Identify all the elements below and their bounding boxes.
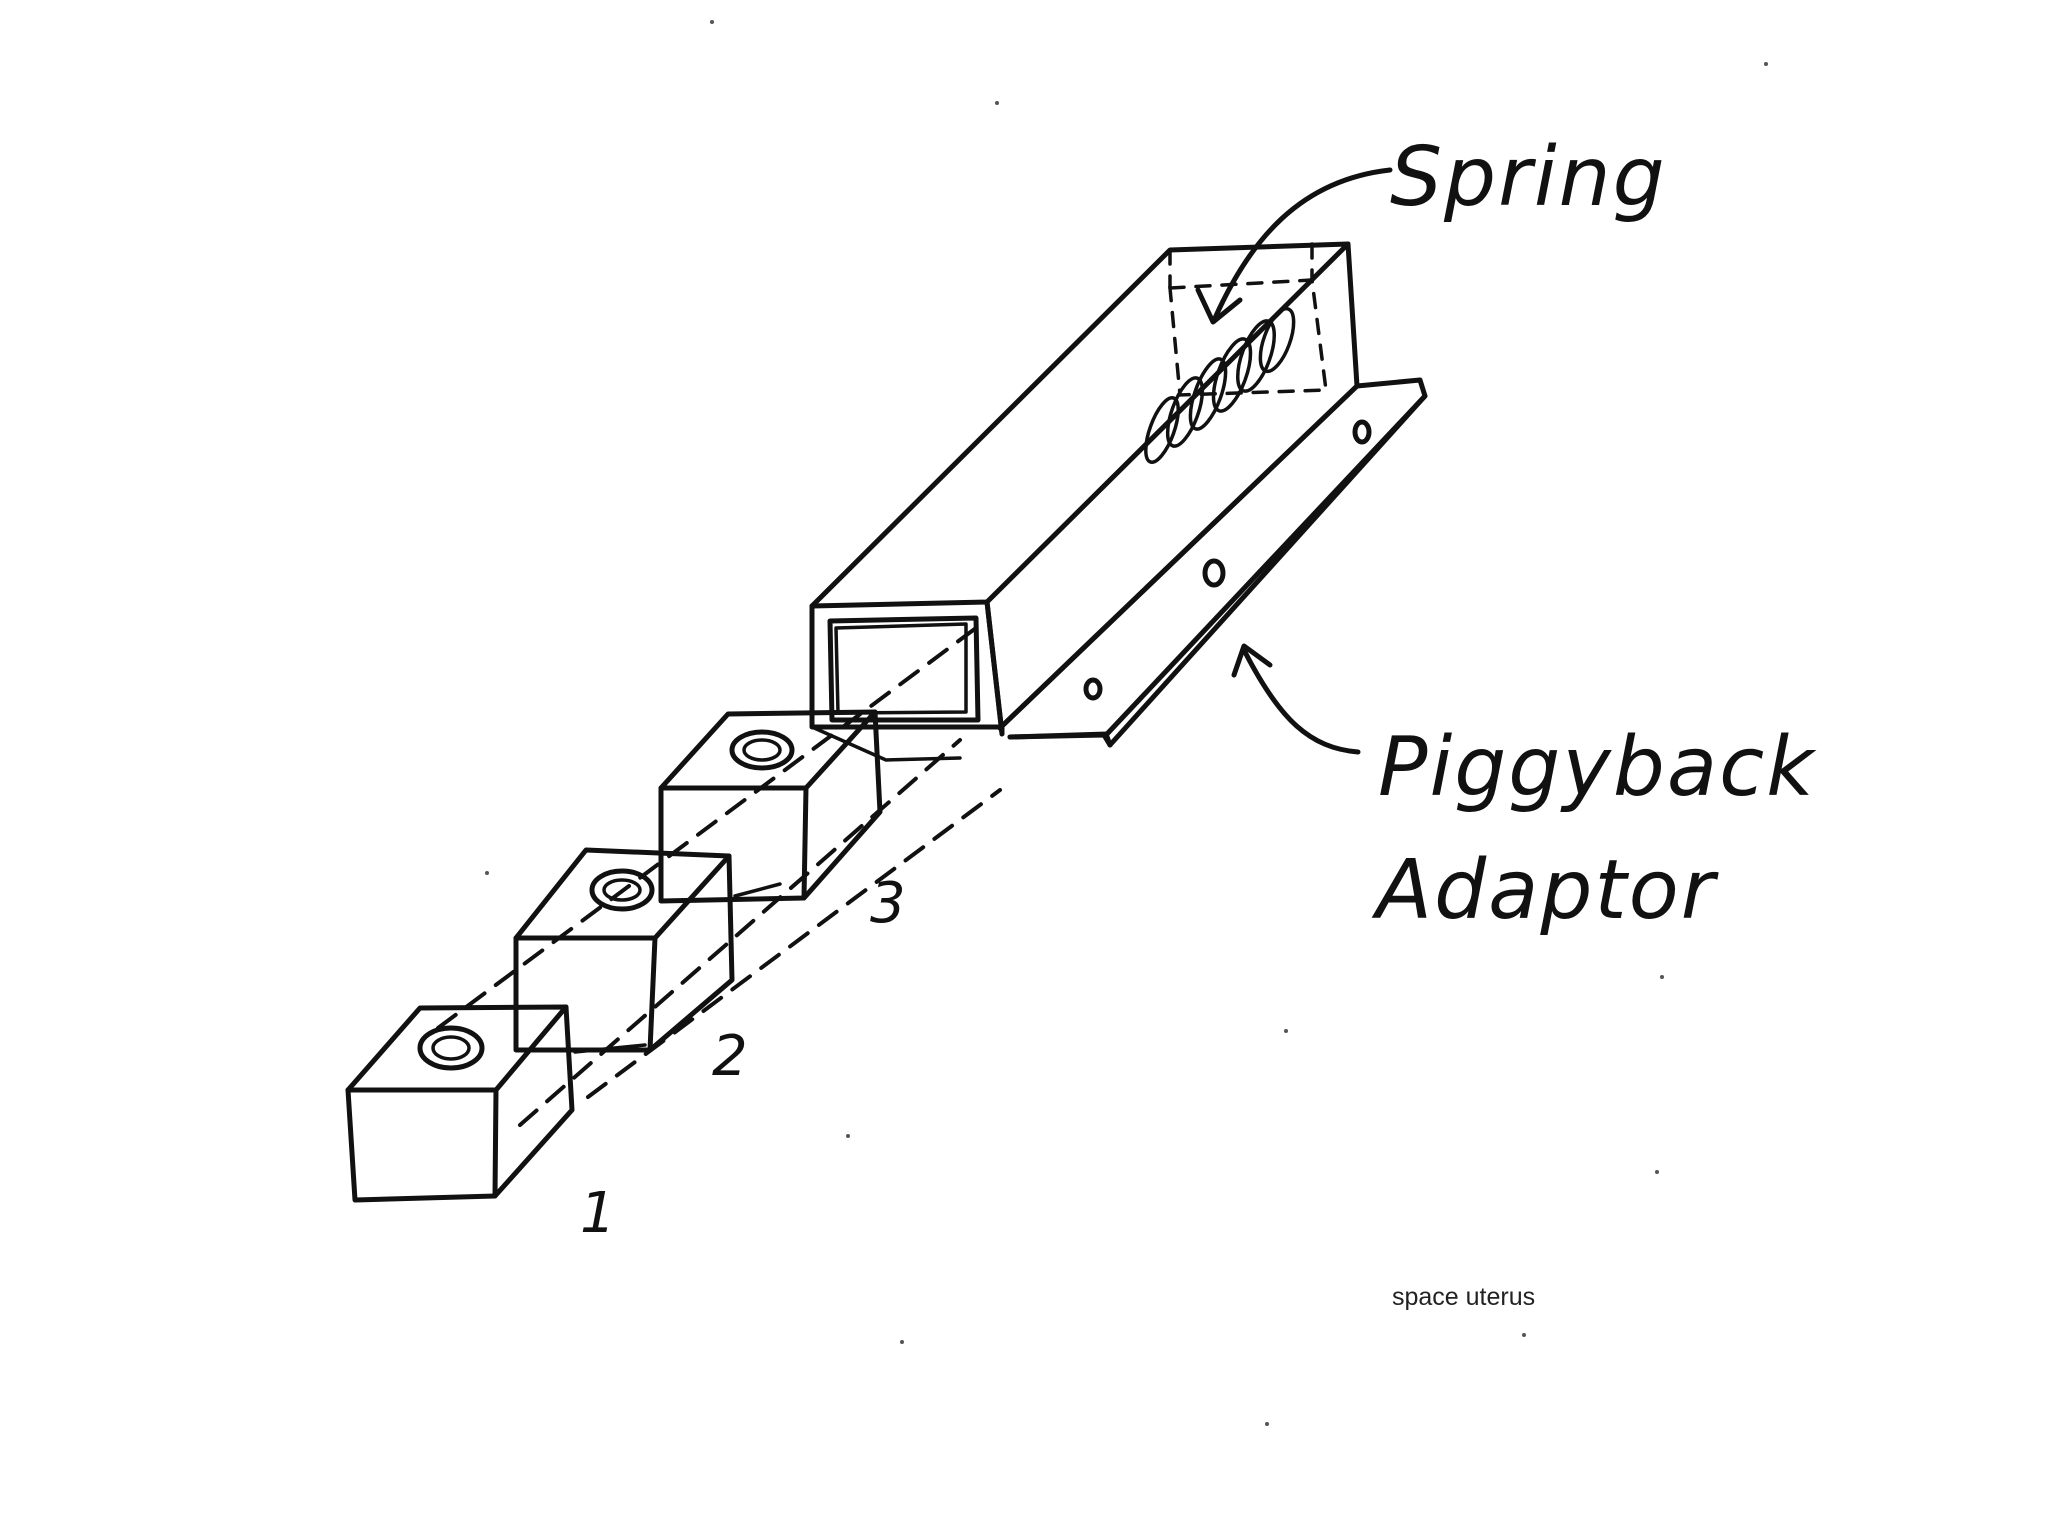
block-3-knob-icon (729, 729, 795, 771)
block-2 (513, 847, 735, 1054)
spring-label: Spring (1390, 130, 1667, 225)
spring-arrow-icon (1195, 167, 1393, 325)
block-2-number: 2 (712, 1024, 748, 1089)
paper-specks (485, 20, 1768, 1426)
block-1-knob-icon (417, 1025, 485, 1071)
block-1 (345, 1004, 575, 1203)
flange-hole-icon (1083, 677, 1103, 701)
block-3 (658, 709, 883, 904)
block-1-number: 1 (580, 1181, 616, 1246)
credit-text: space uterus (1392, 1283, 1536, 1311)
adaptor-housing (809, 241, 1428, 762)
piggyback-arrow-icon (1231, 643, 1361, 755)
piggyback-label: Piggyback (1378, 720, 1817, 815)
adaptor-label: Adaptor (1371, 843, 1719, 938)
spring-coil-icon (1144, 306, 1296, 464)
flange-hole-icon (1352, 419, 1372, 445)
block-3-number: 3 (870, 871, 906, 936)
block-2-knob-icon (589, 868, 655, 912)
flange-hole-icon (1202, 558, 1226, 588)
